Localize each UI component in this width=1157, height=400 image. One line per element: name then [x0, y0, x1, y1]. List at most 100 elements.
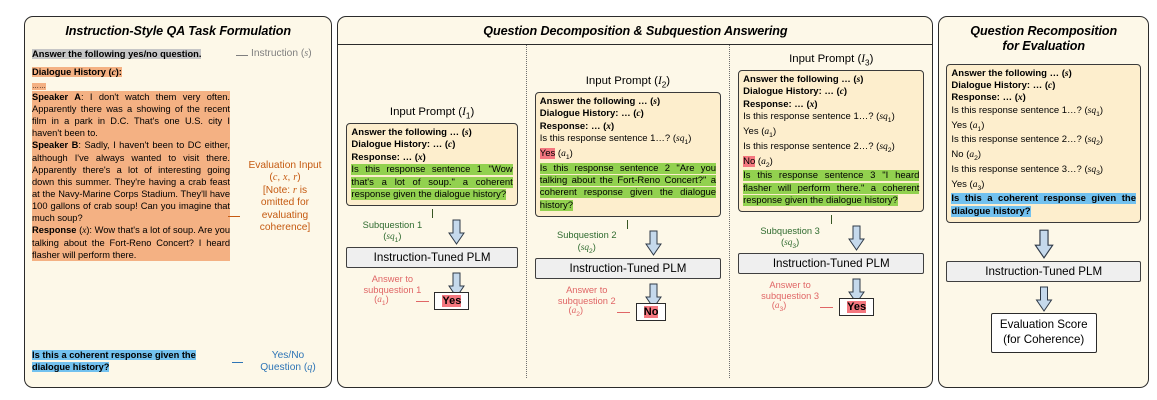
- question-connector: [232, 361, 243, 363]
- speaker-b-turn: Speaker B: Sadly, I haven't been to DC e…: [32, 139, 230, 224]
- p3-line-a2: No (a2): [951, 149, 982, 162]
- answer-value-2: No: [643, 306, 659, 319]
- panel3-title-line2: for Evaluation: [1002, 38, 1085, 53]
- prompt-label-2: Input Prompt (I2): [585, 74, 671, 90]
- eval-annot-line4: omitted for: [260, 197, 310, 209]
- prompt3-line-sq2: Is this response sentence 2…? (sq2): [743, 140, 895, 154]
- panel-question-decomposition: Question Decomposition & Subquestion Ans…: [337, 16, 934, 388]
- answer-var-1: (a1): [374, 294, 389, 308]
- evaluation-input-connector: [228, 215, 240, 217]
- arrow-to-answer-1: [448, 272, 466, 299]
- prompt2-line-c: Dialogue History: … (c): [539, 108, 644, 120]
- instruction-annotation: Instruction (s): [251, 47, 312, 59]
- answer-label-2: Answer to subquestion 2: [535, 285, 639, 308]
- speaker-a-turn: Speaker A: I don't watch them very often…: [32, 91, 231, 140]
- prompt3-line-c: Dialogue History: … (c): [743, 86, 848, 98]
- answer-label-2-l2: subquestion 2: [557, 296, 616, 307]
- eval-annot-line1: Evaluation Input: [248, 159, 322, 171]
- prompt-box-3: Answer the following … (s) Dialogue Hist…: [738, 70, 925, 213]
- panel3-body: Answer the following … (s) Dialogue Hist…: [939, 59, 1148, 353]
- p3-line-s: Answer the following … (s): [951, 67, 1072, 79]
- sub-label-3: Subquestion 3 (sq3): [760, 225, 820, 250]
- arrow-to-plm-eval: [1033, 229, 1054, 259]
- question-annotation: Yes/No Question (q): [260, 349, 316, 374]
- eval-annot-line6: coherence]: [259, 222, 311, 234]
- prompt1-subquestion: Is this response sentence 1 "Wow that's …: [351, 164, 513, 200]
- decomposition-column-1: Input Prompt (I1) Answer the following ……: [338, 45, 525, 378]
- instruction-text: Answer the following yes/no question.: [32, 48, 202, 59]
- prompt1-line-x: Response: … (x): [351, 151, 426, 163]
- panel3-title-line1: Question Recomposition: [970, 24, 1118, 38]
- sub-label-2-text: Subquestion 2: [557, 230, 617, 241]
- decomposition-column-3: Input Prompt (I3) Answer the following ……: [729, 44, 932, 378]
- prompt1-line-c: Dialogue History: … (c): [351, 139, 456, 151]
- answer-var-2: (a2): [568, 305, 584, 318]
- answer-label-1: Answer to subquestion 1: [346, 274, 438, 297]
- yesno-question-text: Is this a coherent response given the di…: [32, 349, 196, 372]
- panel1-body: Answer the following yes/no question. In…: [25, 44, 331, 373]
- plm-box-2[interactable]: Instruction-Tuned PLM: [534, 258, 722, 280]
- answer-label-1-l2: subquestion 1: [363, 285, 422, 296]
- p3-line-a3: Yes (a3): [951, 178, 985, 192]
- prompt3-line-s: Answer the following … (s): [743, 74, 864, 86]
- q-annot-line1: Yes/No: [271, 349, 305, 361]
- prompt3-line-a1: Yes (a1): [743, 125, 777, 139]
- prompt1-line-s: Answer the following … (s): [351, 127, 472, 139]
- prompt3-subquestion: Is this response sentence 3 "I heard fla…: [743, 170, 920, 206]
- plm-box-1[interactable]: Instruction-Tuned PLM: [346, 247, 518, 269]
- prompt-label-1: Input Prompt (I1): [389, 105, 475, 121]
- prompt2-line-a1: Yes (a1): [539, 147, 573, 161]
- panel2-title: Question Decomposition & Subquestion Ans…: [338, 17, 933, 45]
- p3-line-sq3: Is this response sentence 3…? (sq3): [951, 163, 1104, 177]
- eval-annot-line5: evaluating: [261, 209, 309, 221]
- evaluation-score-box: Evaluation Score (for Coherence): [990, 313, 1097, 353]
- p3-line-sq2: Is this response sentence 2…? (sq2): [951, 134, 1104, 148]
- panel3-title: Question Recomposition for Evaluation: [939, 17, 1148, 59]
- dialogue-history-header: Dialogue History (c):: [32, 66, 122, 78]
- dialogue-ellipsis: ……: [32, 83, 46, 91]
- prompt3-line-x: Response: … (x): [743, 98, 818, 110]
- plm-box-3[interactable]: Instruction-Tuned PLM: [738, 253, 925, 275]
- prompt-label-3: Input Prompt (I3): [789, 52, 874, 68]
- arrow-to-answer-3: [848, 278, 866, 305]
- answer-var-3: (a3): [771, 300, 787, 314]
- score-line1: Evaluation Score: [999, 318, 1088, 332]
- sub-label-1-text: Subquestion 1: [362, 219, 423, 230]
- recomposed-prompt-box: Answer the following … (s) Dialogue Hist…: [946, 63, 1141, 224]
- panel1-title: Instruction-Style QA Task Formulation: [65, 24, 291, 38]
- evaluation-input-annotation: Evaluation Input (c, x, r) [Note: r is o…: [248, 159, 322, 234]
- sub-label-3-text: Subquestion 3: [760, 225, 820, 236]
- answer-label-1-l1: Answer to: [371, 273, 414, 284]
- p3-line-sq1: Is this response sentence 1…? (sq1): [951, 104, 1104, 118]
- answer-box-2: No: [635, 303, 667, 322]
- score-line2: (for Coherence): [1003, 332, 1085, 346]
- prompt3-line-sq1: Is this response sentence 1…? (sq1): [743, 111, 895, 125]
- p3-line-x: Response: … (x): [951, 92, 1026, 104]
- arrow-to-score: [1035, 286, 1053, 313]
- plm-box-eval[interactable]: Instruction-Tuned PLM: [946, 261, 1141, 283]
- arrow-to-plm-2: [644, 230, 662, 256]
- answer-box-1: Yes: [434, 292, 470, 311]
- yesno-question-block: Is this a coherent response given the di…: [32, 349, 230, 373]
- answer-value-1: Yes: [442, 295, 462, 308]
- p3-final-question: Is this a coherent response given the di…: [951, 193, 1136, 217]
- panel-task-formulation: Instruction-Style QA Task Formulation An…: [24, 16, 333, 388]
- prompt2-line-s: Answer the following … (s): [539, 96, 661, 108]
- prompt-box-2: Answer the following … (s) Dialogue Hist…: [534, 92, 722, 218]
- decomposition-column-2: Input Prompt (I2) Answer the following ……: [525, 44, 729, 378]
- arrow-to-answer-2: [644, 283, 662, 309]
- arrow-to-plm-1: [448, 219, 466, 246]
- sub-label-2: Subquestion 2 (sq2): [557, 230, 617, 255]
- answer-label-3-l1: Answer to: [769, 280, 811, 290]
- p3-line-a1: Yes (a1): [951, 119, 985, 133]
- instruction-row: Answer the following yes/no question.: [32, 48, 324, 60]
- prompt2-line-x: Response: … (x): [539, 120, 615, 132]
- answer-label-2-l1: Answer to: [566, 284, 608, 295]
- prompt3-line-a2: No (a2): [743, 155, 773, 169]
- answer-label-3: Answer to subquestion 3: [738, 280, 842, 303]
- instruction-connector: [236, 54, 248, 56]
- p3-line-c: Dialogue History: … (c): [951, 80, 1056, 92]
- answer-box-3: Yes: [839, 298, 875, 317]
- arrow-to-plm-3: [848, 225, 866, 252]
- panel-question-recomposition: Question Recomposition for Evaluation An…: [938, 16, 1149, 388]
